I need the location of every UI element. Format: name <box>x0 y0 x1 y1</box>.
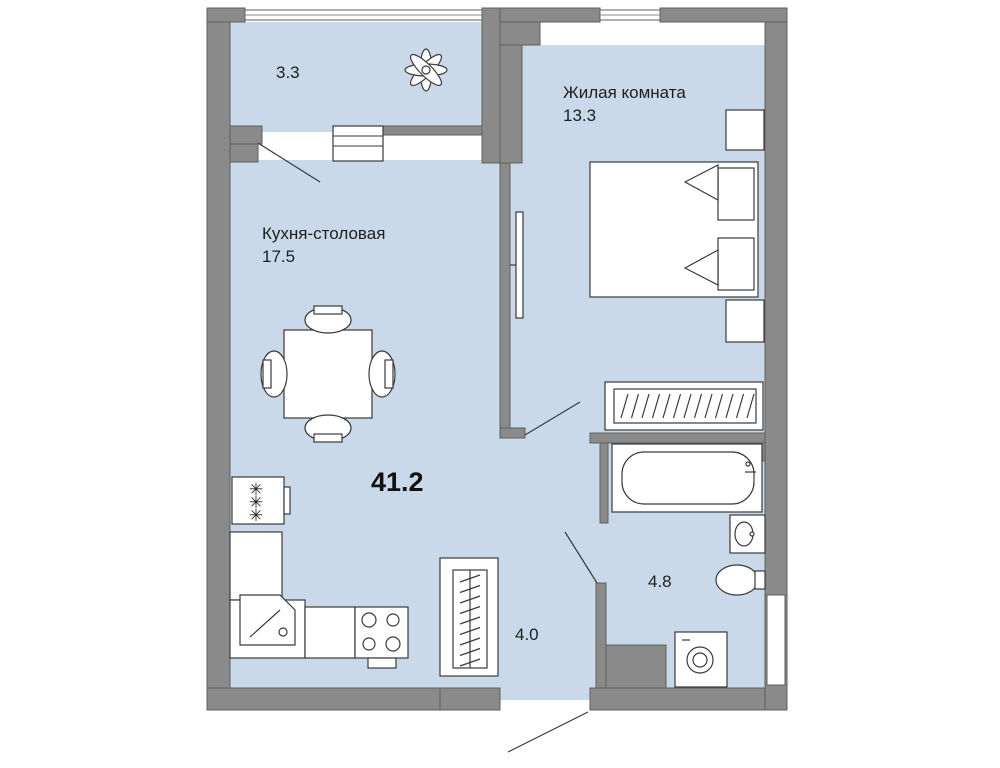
wall-top-left <box>206 7 246 23</box>
wall-balcony-left-post <box>229 143 259 163</box>
wall-left <box>206 7 231 711</box>
wall-balcony-right-stub <box>499 44 523 164</box>
hanger-line <box>459 637 481 646</box>
svg-text:✳: ✳ <box>249 493 263 512</box>
hanger-line <box>714 393 724 419</box>
wall-bathroom-block <box>605 644 667 689</box>
wall-balcony-right <box>481 7 501 164</box>
nightstand-bottom <box>725 299 765 343</box>
hanger-line <box>693 393 703 419</box>
wall-kitchen-living-end <box>499 427 526 439</box>
hanger-line <box>459 647 481 657</box>
kitchen-furniture <box>229 305 409 669</box>
bathroom-door-swing <box>564 531 598 584</box>
wall-bathroom-left-bottom <box>595 582 607 689</box>
kitchen-name: Кухня-столовая <box>262 224 385 243</box>
counter-left <box>229 531 283 601</box>
counter-bottom <box>304 606 356 659</box>
bathroom-area: 4.8 <box>648 572 672 591</box>
hanger-line <box>641 393 650 419</box>
hanger-line <box>459 658 481 667</box>
hanger-line <box>672 393 682 419</box>
balcony-floor <box>230 22 482 132</box>
entrance-door-swing <box>507 711 589 753</box>
living-room-area: 13.3 <box>563 106 596 125</box>
svg-text:✳: ✳ <box>249 506 263 525</box>
total-area: 41.2 <box>371 467 424 497</box>
bathroom-fixtures <box>611 443 766 688</box>
living-door-swing <box>524 401 581 436</box>
wall-bottom-stub <box>439 687 501 711</box>
wall-kitchen-living <box>499 162 511 436</box>
hanger-line <box>704 393 713 419</box>
hob <box>354 606 409 659</box>
kitchen-area: 17.5 <box>262 247 295 266</box>
stove-burners: ✳ ✳ ✳ <box>249 480 263 525</box>
dining-table-icon <box>283 329 373 419</box>
balcony-door-swing <box>257 142 321 183</box>
wall-balcony-bottom-left <box>229 125 263 145</box>
balcony-items <box>332 48 448 162</box>
hanger-line <box>459 574 481 583</box>
hanger-line <box>630 393 640 419</box>
oven-handle <box>367 657 397 669</box>
toilet <box>715 564 766 596</box>
wall-bottom-right <box>589 687 788 711</box>
hanger-line <box>725 393 734 419</box>
hanger-line <box>620 393 629 419</box>
hanger-line <box>459 605 481 615</box>
wardrobe-hangers <box>459 574 481 667</box>
wall-bathroom-left-top <box>599 442 609 524</box>
doors <box>257 142 598 753</box>
hanger-line <box>459 595 481 604</box>
wall-top-right-c <box>499 21 541 46</box>
nightstand-top <box>725 109 765 151</box>
hanger-line <box>683 393 692 419</box>
balcony-area: 3.3 <box>276 63 300 82</box>
living-wardrobe-hangers <box>620 393 755 419</box>
hallway-wardrobe <box>439 557 499 677</box>
wall-top-right-b <box>659 7 788 23</box>
hanger-line <box>459 626 481 636</box>
wall-bathroom-top <box>589 432 766 444</box>
washing-machine <box>674 631 728 688</box>
svg-text:✳: ✳ <box>249 480 263 499</box>
living-wardrobe <box>604 381 764 431</box>
plant-icon <box>404 48 448 92</box>
wall-balcony-bottom <box>381 125 483 136</box>
walls <box>206 7 788 711</box>
wall-bottom-left <box>206 687 441 711</box>
living-furniture <box>510 109 765 431</box>
hanger-line <box>651 393 661 419</box>
hanger-line <box>735 393 745 419</box>
living-room-name: Жилая комната <box>563 83 686 102</box>
right-window <box>766 594 786 686</box>
stove-top <box>231 476 285 525</box>
hanger-line <box>459 616 481 625</box>
labels: 3.3 Жилая комната 13.3 Кухня-столовая 17… <box>262 63 686 644</box>
windows <box>244 9 786 686</box>
hanger-line <box>746 393 755 419</box>
tv <box>515 211 524 319</box>
hanger-line <box>662 393 671 419</box>
hanger-line <box>459 584 481 594</box>
hallway-area: 4.0 <box>515 625 539 644</box>
corner-sink <box>239 594 296 646</box>
balcony-shelf <box>332 125 384 162</box>
